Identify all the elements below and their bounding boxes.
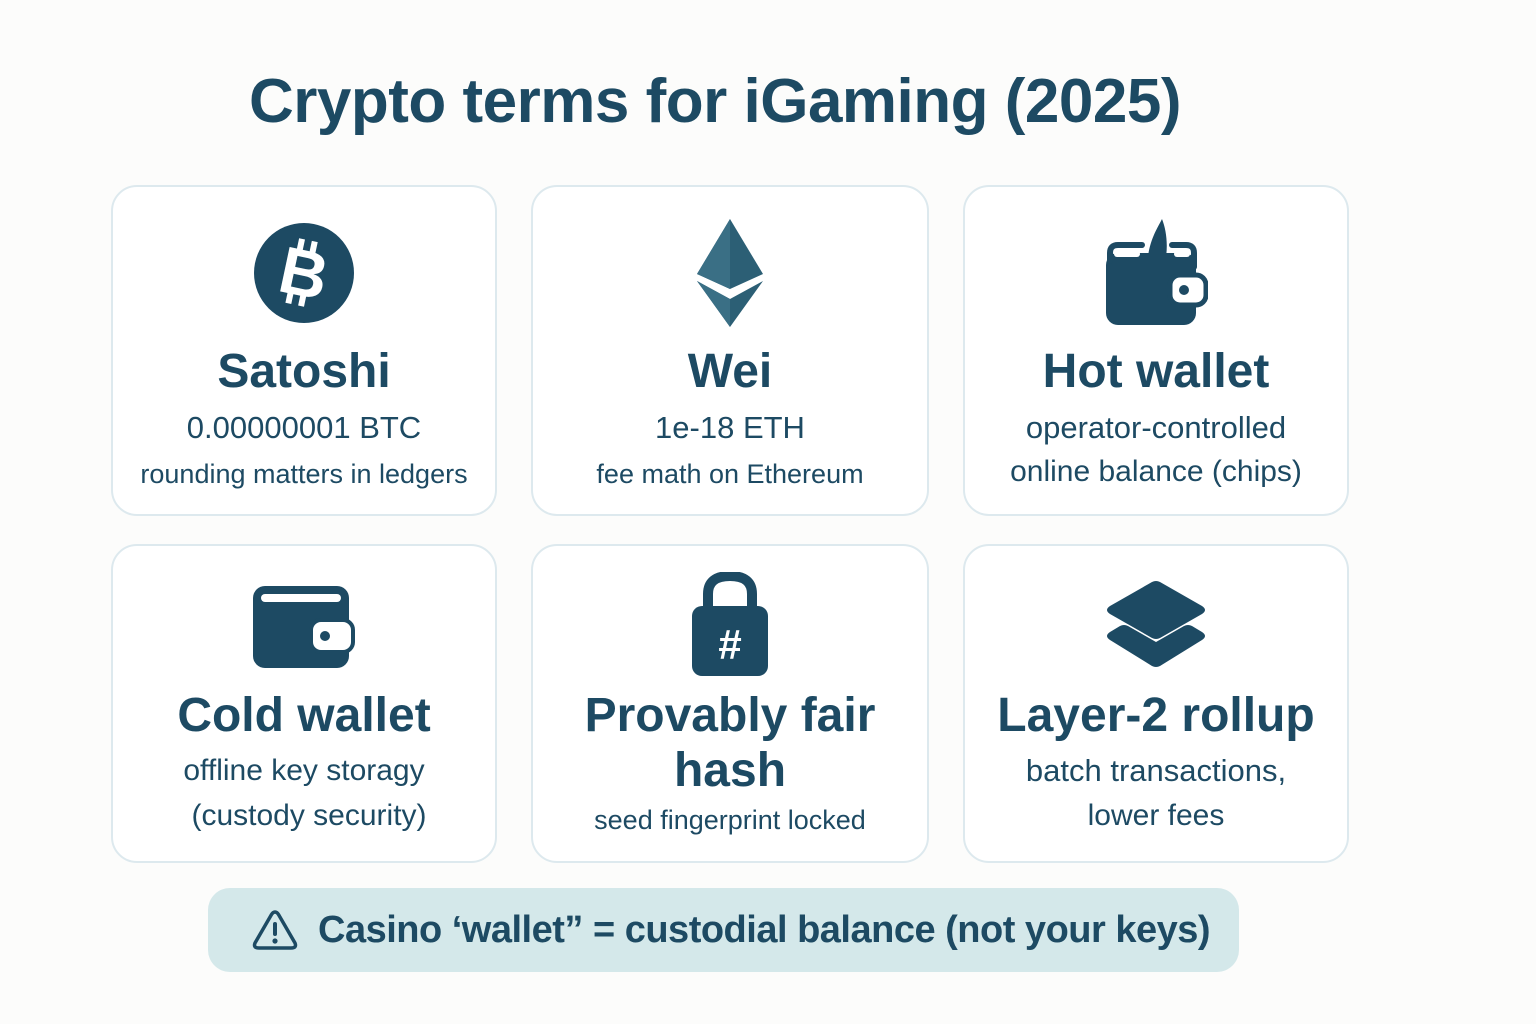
term-value: operator-controlled bbox=[1025, 410, 1287, 445]
term-value: batch transactions, bbox=[1025, 753, 1287, 788]
term-title: Cold wallet bbox=[177, 689, 431, 742]
term-title: Hot wallet bbox=[1042, 345, 1270, 398]
hash-lock-icon: # bbox=[533, 572, 927, 678]
term-card-layer-2-rollup: Layer-2 rollup batch transactions, lower… bbox=[963, 544, 1349, 863]
term-card-satoshi: B Satoshi 0.00000001 BTC rounding matter… bbox=[111, 185, 497, 516]
term-title-line2: hash bbox=[673, 744, 787, 797]
term-card-hot-wallet: Hot wallet operator-controlled online ba… bbox=[963, 185, 1349, 516]
custodial-warning-banner: Casino ‘wallet” = custodial balance (not… bbox=[208, 888, 1239, 972]
layers-icon bbox=[965, 580, 1347, 670]
term-description: seed fingerprint locked bbox=[594, 805, 866, 835]
term-card-cold-wallet: Cold wallet offline key storagy (custody… bbox=[111, 544, 497, 863]
warning-icon bbox=[252, 908, 300, 952]
term-title-line1: Provably fair bbox=[584, 689, 876, 742]
term-description: fee math on Ethereum bbox=[596, 459, 864, 489]
term-description: online balance (chips) bbox=[1010, 455, 1302, 488]
term-title: Layer-2 rollup bbox=[997, 689, 1315, 742]
svg-text:#: # bbox=[718, 621, 741, 668]
term-title: Satoshi bbox=[217, 345, 391, 398]
term-description: (custody security) bbox=[191, 799, 427, 832]
term-title: Wei bbox=[687, 345, 773, 398]
term-value: offline key storagy bbox=[183, 754, 425, 787]
cold-wallet-icon bbox=[113, 586, 495, 670]
hot-wallet-icon bbox=[965, 217, 1347, 327]
term-card-provably-fair-hash: # Provably fair hash seed fingerprint lo… bbox=[531, 544, 929, 863]
term-value: 0.00000001 BTC bbox=[186, 410, 422, 445]
page-title: Crypto terms for iGaming (2025) bbox=[249, 67, 1181, 136]
bitcoin-icon: B bbox=[113, 222, 495, 324]
term-description: lower fees bbox=[1087, 799, 1225, 832]
banner-text: Casino ‘wallet” = custodial balance (not… bbox=[318, 908, 1211, 951]
term-description: rounding matters in ledgers bbox=[140, 459, 468, 489]
ethereum-icon bbox=[533, 219, 927, 327]
term-card-wei: Wei 1e-18 ETH fee math on Ethereum bbox=[531, 185, 929, 516]
term-value: 1e-18 ETH bbox=[655, 410, 805, 445]
